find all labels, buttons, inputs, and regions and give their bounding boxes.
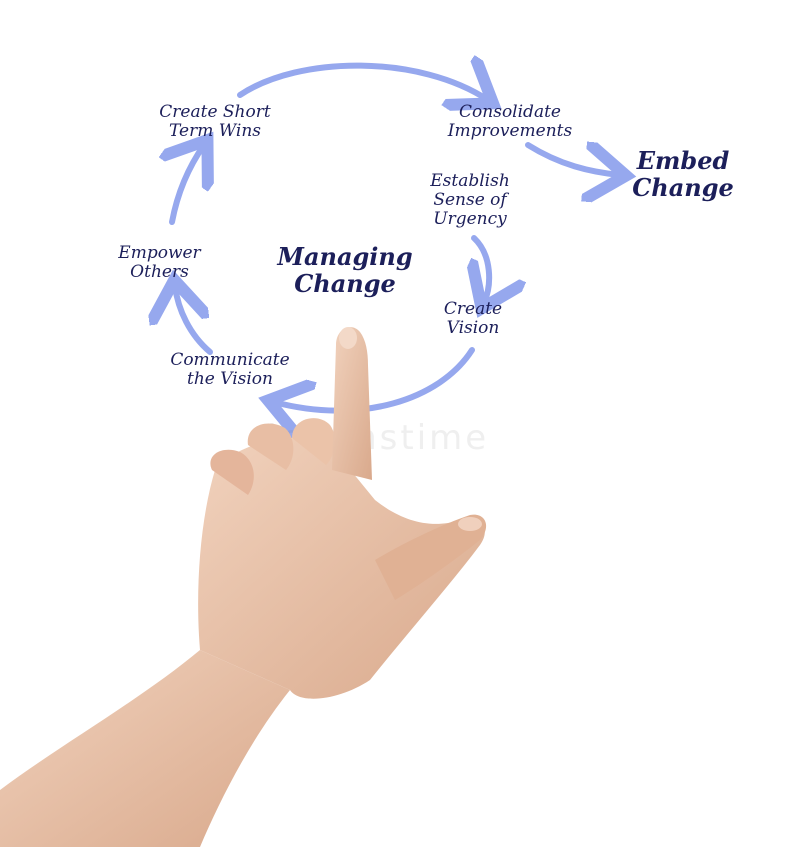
arrow-vision-to-communicate (274, 347, 475, 411)
arrow-wins-to-consolidate (237, 66, 488, 100)
arrow-empower-to-wins (172, 145, 204, 225)
arrow-urgency-to-vision (474, 235, 489, 303)
step-create-vision: Create Vision (443, 299, 503, 339)
step-empower-others: Empower Others (118, 243, 201, 283)
step-communicate-vision: Communicate the Vision (170, 350, 290, 390)
arrow-communicate-to-empower (175, 286, 213, 355)
center-managing-change: Managing Change (277, 242, 413, 298)
arrow-consolidate-to-embed (525, 145, 620, 175)
step-consolidate-improvements: Consolidate Improvements (447, 102, 573, 142)
step-establish-urgency: Establish Sense of Urgency (430, 171, 510, 230)
outcome-embed-change: Embed Change (632, 146, 734, 202)
step-short-term-wins: Create Short Term Wins (159, 102, 271, 142)
